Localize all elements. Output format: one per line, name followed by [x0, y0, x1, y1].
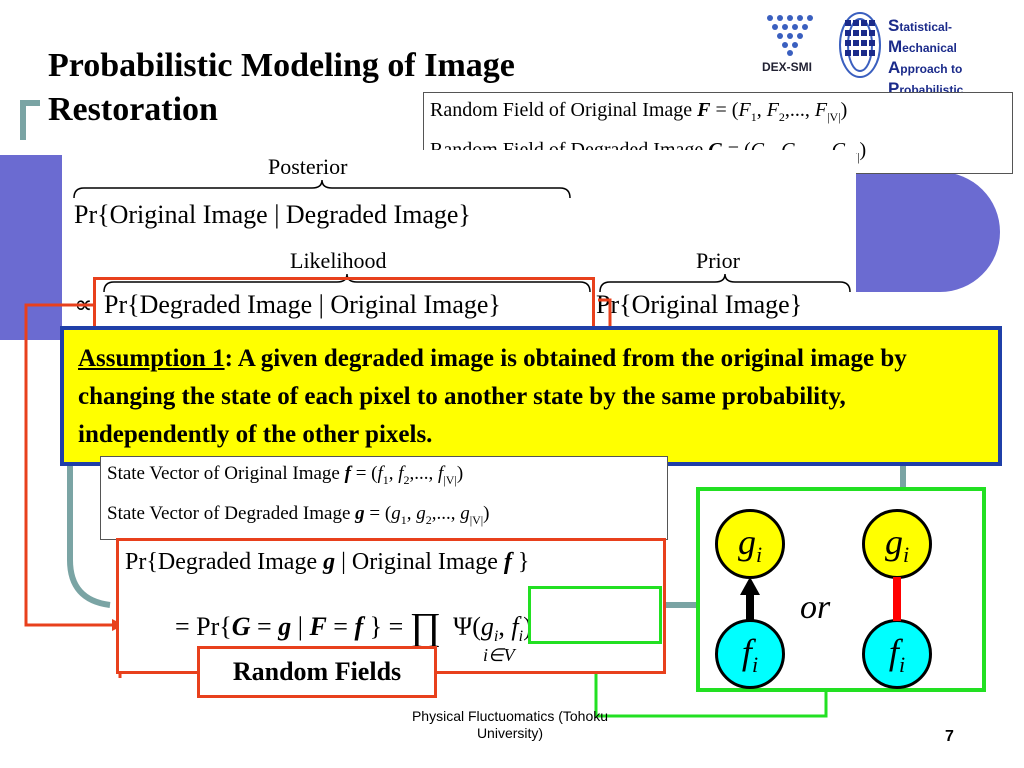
assumption-box: Assumption 1: A given degraded image is …: [60, 326, 1002, 466]
or-label: or: [800, 589, 831, 626]
prior-label: Prior: [696, 248, 740, 273]
pixel-node-diagram: gi fi or gi fi: [696, 487, 986, 692]
posterior-brace: [73, 179, 571, 199]
random-fields-label: Random Fields: [197, 646, 437, 698]
dex-smi-logo-icon: [767, 15, 813, 56]
assumption-heading: Assumption 1: [78, 345, 225, 372]
psi-term-highlight: [528, 586, 662, 644]
title-line-2: Restoration: [48, 91, 218, 128]
factorized-likelihood: = Pr{G = g | F = f } = ∏Ψ(gi, fi): [175, 606, 532, 648]
node-g-left: gi: [715, 509, 785, 579]
node-g-right: gi: [862, 509, 932, 579]
random-field-original: Random Field of Original Image F = (F1, …: [430, 99, 848, 124]
likelihood-expression: Pr{Degraded Image | Original Image}: [104, 290, 501, 319]
state-vector-degraded: State Vector of Degraded Image g = (g1, …: [107, 503, 490, 527]
state-vector-definitions: State Vector of Original Image f = (f1, …: [100, 456, 668, 540]
page-title: Probabilistic Modeling of Image Restorat…: [48, 44, 628, 132]
likelihood-brace: [103, 273, 591, 293]
node-f-left: fi: [715, 619, 785, 689]
posterior-label: Posterior: [268, 154, 348, 179]
bayes-formula-panel: Posterior Pr{Original Image | Degraded I…: [68, 150, 856, 340]
likelihood-definition: Pr{Degraded Image g | Original Image f }: [125, 549, 530, 575]
assumption-text: : A given degraded image is obtained fro…: [78, 345, 907, 448]
posterior-expression: Pr{Original Image | Degraded Image}: [74, 200, 471, 229]
product-index: i∈V: [483, 645, 515, 665]
state-vector-original: State Vector of Original Image f = (f1, …: [107, 463, 464, 487]
footer-text: Physical Fluctuomatics (Tohoku Universit…: [411, 708, 609, 741]
title-line-1: Probabilistic Modeling of Image: [48, 47, 515, 84]
prior-brace: [599, 273, 851, 293]
directed-edge-arrow: [740, 577, 760, 621]
smapip-logo-icon: [839, 12, 881, 78]
page-number: 7: [945, 728, 954, 745]
undirected-edge: [893, 577, 901, 621]
node-f-right: fi: [862, 619, 932, 689]
logo-left-text: DEX-SMI: [762, 60, 813, 74]
prior-expression: Pr{Original Image}: [596, 290, 803, 319]
likelihood-label: Likelihood: [290, 248, 387, 273]
